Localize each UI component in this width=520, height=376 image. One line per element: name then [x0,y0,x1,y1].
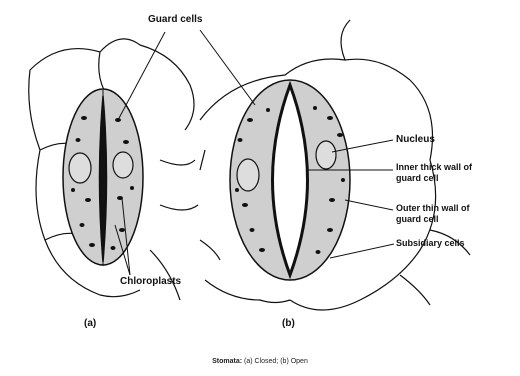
nucleus-right-b [316,141,336,169]
label-subsidiary-cells: Subsidiary cells [396,238,465,249]
figure-caption: Stomata: (a) Closed; (b) Open [0,358,520,365]
nucleus-right-a [113,152,133,178]
stoma-closed [63,89,143,266]
panel-label-a: (a) [84,318,96,329]
caption-text: (a) Closed; (b) Open [242,358,308,365]
label-nucleus: Nucleus [396,134,435,145]
nucleus-left-b [237,159,259,191]
panel-label-b: (b) [282,318,295,329]
label-outer-wall: Outer thin wall of guard cell [396,203,470,225]
stoma-open [230,80,350,280]
label-guard-cells: Guard cells [148,14,202,25]
nucleus-left-a [69,153,91,183]
label-chloroplasts: Chloroplasts [120,276,181,287]
caption-title: Stomata: [212,358,242,365]
label-inner-wall: Inner thick wall of guard cell [396,162,472,184]
